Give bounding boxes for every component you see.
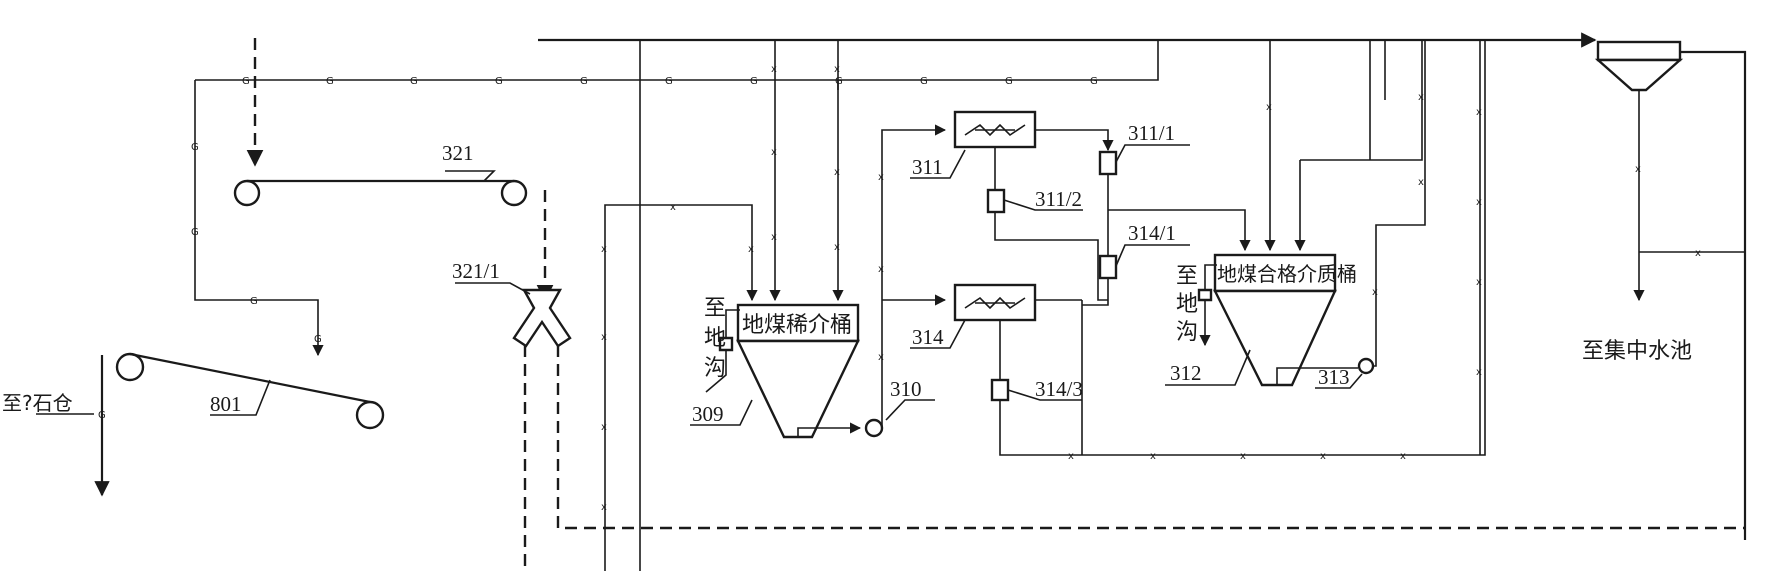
g-mark: G	[750, 76, 758, 87]
x-mark: x	[748, 244, 754, 255]
drain-right: 至 地 沟	[1176, 264, 1217, 347]
drain-left-char-3: 沟	[704, 356, 726, 381]
x-mark: x	[1418, 92, 1424, 103]
x-mark: x	[1476, 107, 1482, 118]
valve-311-1: 311/1	[1098, 121, 1190, 210]
g-mark: G	[242, 76, 250, 87]
g-line: G G G G G G G G G G G G G G G	[191, 40, 1159, 357]
separator-311: 311 311/2	[910, 110, 1114, 301]
x-mark: x	[1476, 197, 1482, 208]
label-314: 314	[912, 325, 944, 349]
qualified-medium-tank-312: 地煤合格介质桶 312	[1165, 253, 1357, 387]
label-801: 801	[210, 392, 242, 416]
x-mark: x	[1418, 177, 1424, 188]
x-mark: x	[771, 232, 777, 243]
x-mark: x	[771, 64, 777, 75]
g-mark: G	[1005, 76, 1013, 87]
conveyor-321: 321	[233, 141, 528, 207]
x-mark: x	[1266, 102, 1272, 113]
label-321: 321	[442, 141, 474, 165]
label-312: 312	[1170, 361, 1202, 385]
dilute-tank-label: 地煤稀介桶	[742, 313, 852, 338]
g-mark: G	[665, 76, 673, 87]
x-mark: x	[878, 352, 884, 363]
g-mark: G	[835, 76, 843, 87]
separator-314: 314 314/3	[910, 40, 1486, 456]
thickener: x x 至集中水池	[1582, 40, 1745, 364]
x-mark: x	[601, 244, 607, 255]
label-313: 313	[1318, 365, 1350, 389]
x-mark: x	[601, 332, 607, 343]
x-mark: x	[771, 147, 777, 158]
x-mark: x	[1476, 367, 1482, 378]
g-mark: G	[191, 227, 199, 238]
g-mark: G	[580, 76, 588, 87]
x-mark: x	[834, 242, 840, 253]
x-mark: x	[1240, 451, 1246, 462]
g-mark: G	[495, 76, 503, 87]
label-314-1: 314/1	[1128, 221, 1176, 245]
dilute-tank-pipes: x x x x x x x x x x x x	[601, 40, 844, 571]
pump-313: 313 x	[1276, 40, 1426, 389]
right-vertical-pipe: x x x x x x x x x	[1068, 40, 1482, 462]
g-mark: G	[410, 76, 418, 87]
drain-right-char-1: 至	[1176, 264, 1198, 289]
x-mark: x	[878, 172, 884, 183]
splitter-321-1: 321/1	[452, 259, 572, 348]
qualified-tank-label: 地煤合格介质桶	[1217, 262, 1357, 286]
x-mark: x	[1068, 451, 1074, 462]
valve-314-1: 314/1	[1081, 209, 1251, 455]
drain-left-char-1: 至	[704, 296, 726, 321]
g-mark: G	[191, 142, 199, 153]
label-311-1: 311/1	[1128, 121, 1175, 145]
x-mark: x	[1400, 451, 1406, 462]
x-mark: x	[1635, 164, 1641, 175]
destination-stone-bin: 至?石仓	[2, 391, 73, 415]
x-mark: x	[834, 167, 840, 178]
label-311: 311	[912, 155, 943, 179]
g-mark: G	[326, 76, 334, 87]
x-mark: x	[1372, 287, 1378, 298]
dilute-medium-tank-309: 地煤稀介桶 309	[690, 303, 860, 439]
label-314-3: 314/3	[1035, 377, 1083, 401]
x-mark: x	[1150, 451, 1156, 462]
g-mark: G	[920, 76, 928, 87]
destination-central-pool: 至集中水池	[1582, 339, 1692, 364]
label-311-2: 311/2	[1035, 187, 1082, 211]
g-mark: G	[250, 296, 258, 307]
g-mark: G	[314, 334, 322, 345]
x-mark: x	[670, 202, 676, 213]
g-mark: G	[98, 410, 106, 421]
top-header-pipe	[538, 32, 1747, 540]
x-mark: x	[834, 64, 840, 75]
x-mark: x	[1695, 248, 1701, 259]
stone-bin-outlet: G 至?石仓	[2, 355, 110, 497]
label-321-1: 321/1	[452, 259, 500, 283]
x-mark: x	[1320, 451, 1326, 462]
drain-right-char-3: 沟	[1176, 320, 1198, 345]
conveyor-801: 801	[115, 352, 385, 430]
qualified-tank-pipes: x x x	[1264, 40, 1424, 252]
x-mark: x	[601, 502, 607, 513]
x-mark: x	[601, 422, 607, 433]
drain-left-char-2: 地	[704, 326, 726, 351]
g-mark: G	[1090, 76, 1098, 87]
drain-right-char-2: 地	[1176, 292, 1198, 317]
x-mark: x	[1476, 277, 1482, 288]
x-mark: x	[878, 264, 884, 275]
dashed-lines	[246, 38, 1745, 571]
drain-left: 至 地 沟	[704, 296, 740, 393]
pump-310: 310 x x x	[797, 124, 947, 438]
label-310: 310	[890, 377, 922, 401]
label-309: 309	[692, 402, 724, 426]
